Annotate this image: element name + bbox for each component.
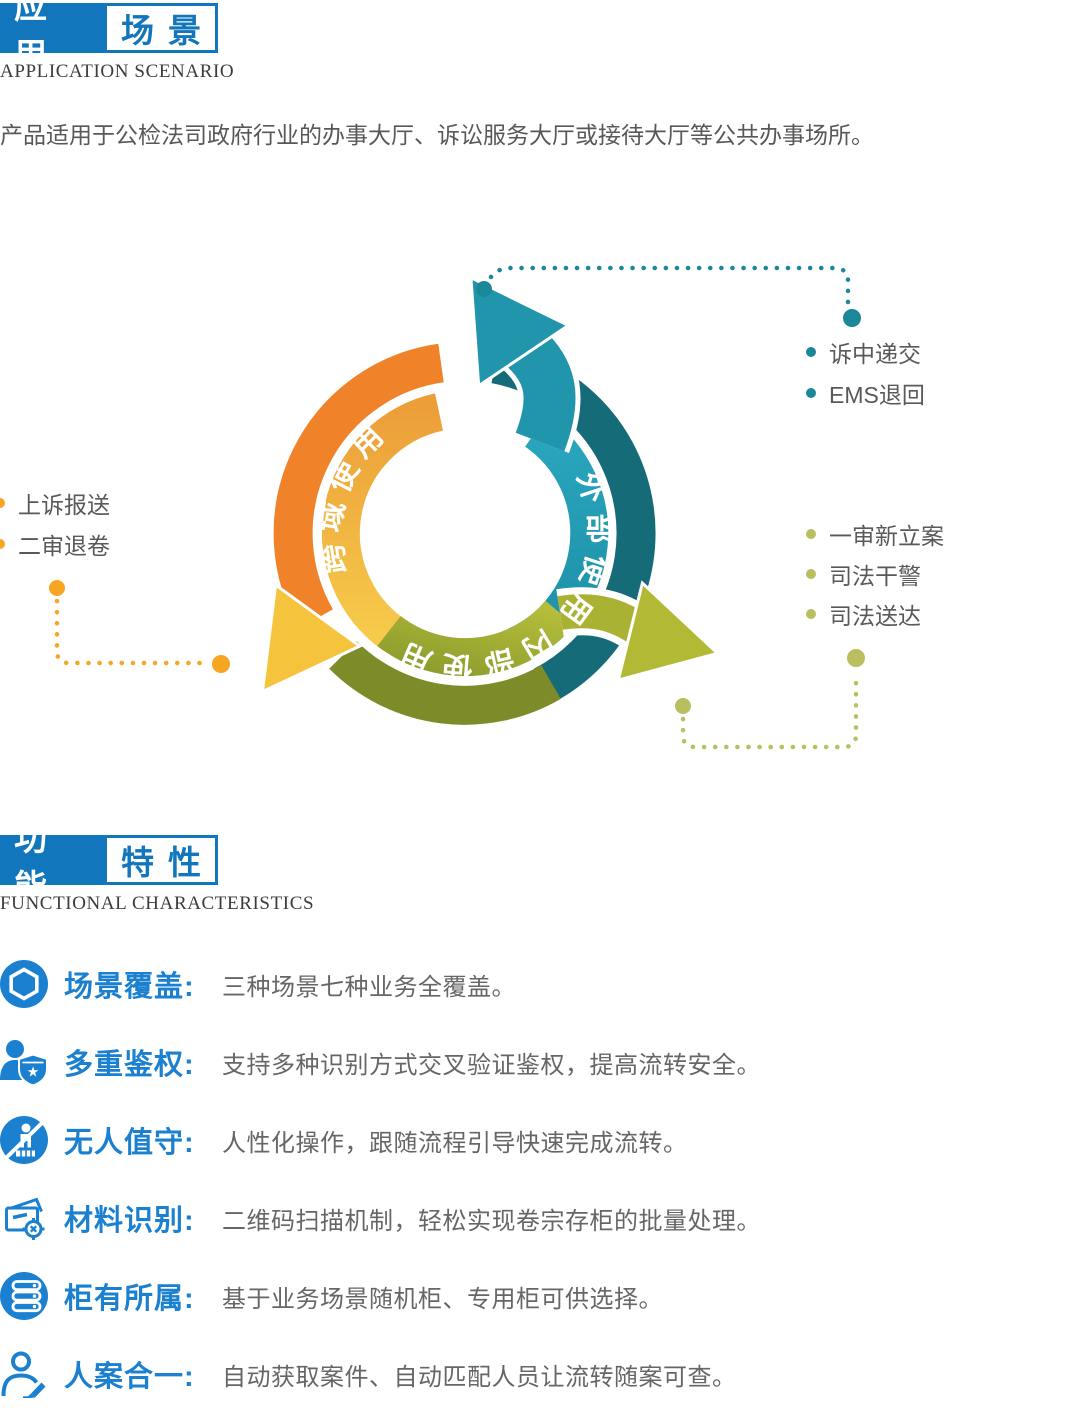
callout-label: 一审新立案 (829, 522, 944, 549)
inner-bands (321, 393, 609, 677)
teal-connector-start-dot (476, 281, 492, 297)
track-internal (329, 640, 561, 725)
bullet-dot-icon (806, 608, 816, 619)
callout-label: EMS退回 (829, 381, 925, 408)
feature-desc: 人性化操作，跟随流程引导快速完成流转。 (222, 1129, 688, 1157)
list-item: 一审新立案 (806, 520, 944, 549)
material-scan-icon (5, 1197, 45, 1240)
features-section-header: 功能 特性 (0, 820, 218, 905)
orange-connector-end-dot (212, 655, 230, 673)
olive-dotted-path (680, 670, 859, 750)
feature-desc: 基于业务场景随机柜、专用柜可供选择。 (222, 1285, 663, 1313)
feature-list: 场景覆盖: 三种场景七种业务全覆盖。 ★ 多重鉴权: 支持多种识别方式交叉验证鉴… (0, 960, 761, 1428)
cross-domain-arrowhead (260, 582, 363, 695)
list-item: 二审退卷 (0, 530, 110, 559)
feature-title: 无人值守: (64, 1127, 195, 1159)
application-intro-text: 产品适用于公检法司政府行业的办事大厅、诉讼服务大厅或接待大厅等公共办事场所。 (0, 122, 874, 148)
internal-callout-list: 一审新立案 司法干警 司法送达 (806, 520, 944, 640)
feature-desc: 三种场景七种业务全覆盖。 (222, 973, 516, 1001)
dotted-connectors (49, 265, 865, 750)
feature-title: 柜有所属: (64, 1283, 195, 1315)
features-section-subtitle: FUNCTIONAL CHARACTERISTICS (0, 893, 315, 914)
orange-connector-start-dot (49, 580, 65, 596)
cabinet-icon (0, 1272, 48, 1320)
callout-label: 诉中递交 (829, 340, 921, 367)
header-secondary-box: 特性 (104, 835, 218, 885)
band-internal (377, 600, 575, 677)
external-arrowhead (469, 275, 572, 389)
list-item: 诉中递交 (806, 338, 925, 367)
list-item: EMS退回 (806, 379, 925, 408)
bullet-dot-icon (806, 387, 816, 398)
bullet-dot-icon (0, 497, 5, 508)
feature-title: 场景覆盖: (64, 971, 195, 1003)
feature-row: ★ 多重鉴权: 支持多种识别方式交叉验证鉴权，提高流转安全。 (0, 1038, 761, 1086)
olive-connector-start-dot (675, 698, 691, 714)
orange-dotted-path (54, 598, 209, 666)
header-primary-box: 应用 (0, 0, 104, 73)
callout-label: 上诉报送 (18, 491, 110, 518)
external-callout-list: 诉中递交 EMS退回 (806, 338, 925, 420)
feature-title: 人案合一: (64, 1361, 195, 1393)
feature-desc: 自动获取案件、自动匹配人员让流转随案可查。 (222, 1363, 737, 1391)
hexagon-badge-icon (0, 960, 48, 1008)
cycle-diagram: 外部使用 跨域使用 内部使用 (49, 265, 865, 750)
external-exit-arrow (469, 275, 581, 454)
callout-label: 司法送达 (829, 602, 921, 629)
feature-row: 柜有所属: 基于业务场景随机柜、专用柜可供选择。 (0, 1272, 761, 1320)
feature-row: 人案合一: 自动获取案件、自动匹配人员让流转随案可查。 (0, 1350, 761, 1398)
feature-row: 材料识别: 二维码扫描机制，轻松实现卷宗存柜的批量处理。 (0, 1194, 761, 1242)
track-cross-domain (273, 343, 445, 629)
list-item: 司法送达 (806, 600, 944, 629)
svg-text:★: ★ (27, 1064, 40, 1080)
application-section-header: 应用 场景 (0, 0, 218, 73)
feature-title: 材料识别: (64, 1205, 195, 1237)
feature-row: 无人值守: 人性化操作，跟随流程引导快速完成流转。 (0, 1116, 761, 1164)
person-case-icon (1, 1351, 46, 1398)
callout-label: 二审退卷 (18, 532, 110, 559)
bullet-dot-icon (806, 528, 816, 539)
bullet-dot-icon (806, 568, 816, 579)
feature-desc: 二维码扫描机制，轻松实现卷宗存柜的批量处理。 (222, 1207, 761, 1235)
band-cross-domain (321, 393, 444, 651)
bullet-dot-icon (806, 346, 816, 357)
feature-row: 场景覆盖: 三种场景七种业务全覆盖。 (0, 960, 761, 1008)
application-section-subtitle: APPLICATION SCENARIO (0, 61, 235, 82)
olive-connector-end-dot (847, 649, 865, 667)
callout-label: 司法干警 (829, 562, 921, 589)
teal-connector-end-dot (843, 309, 861, 327)
internal-exit-arrow (556, 580, 721, 683)
internal-arrowhead (616, 580, 721, 683)
bullet-dot-icon (0, 538, 5, 549)
header-primary-box: 功能 (0, 820, 104, 905)
feature-title: 多重鉴权: (64, 1049, 195, 1081)
user-shield-icon: ★ (0, 1040, 48, 1086)
feature-desc: 支持多种识别方式交叉验证鉴权，提高流转安全。 (222, 1051, 761, 1079)
cross-domain-callout-list: 上诉报送 二审退卷 (0, 489, 110, 571)
list-item: 上诉报送 (0, 489, 110, 518)
header-secondary-box: 场景 (104, 3, 218, 53)
teal-dotted-path (488, 265, 851, 306)
unattended-person-icon (0, 1116, 48, 1164)
list-item: 司法干警 (806, 560, 944, 589)
